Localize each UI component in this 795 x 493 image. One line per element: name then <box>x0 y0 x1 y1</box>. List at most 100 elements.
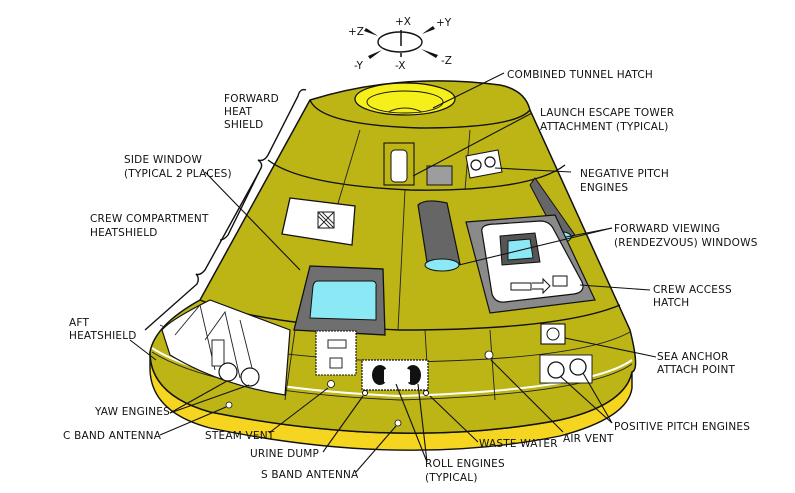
bay-tank <box>211 339 225 367</box>
axis-plus-x: +X <box>395 16 411 28</box>
leader-steam-vent <box>268 387 329 434</box>
label-s-band-antenna: S BAND ANTENNA <box>261 469 359 481</box>
axis-minus-z: -Z <box>441 55 452 67</box>
label-side-window-1: SIDE WINDOW <box>124 154 203 166</box>
panel-grid-1 <box>327 339 347 349</box>
leader-negative-pitch <box>494 167 572 173</box>
axis-plus-y-arrow <box>422 26 435 34</box>
leader-yaw-engines-1 <box>169 380 228 414</box>
label-urine-dump: URINE DUMP <box>250 448 319 460</box>
axis-plus-z: +Z <box>348 26 364 38</box>
panel-line <box>284 329 296 401</box>
let-attachment-fitting <box>390 149 408 183</box>
label-waste-water: WASTE WATER <box>479 438 558 450</box>
axis-minus-x: -X <box>395 60 405 72</box>
crew-compartment-bracket <box>144 171 260 331</box>
axis-minus-y-arrow <box>368 50 382 59</box>
leader-s-band-antenna <box>355 425 397 473</box>
label-positive-pitch: POSITIVE PITCH ENGINES <box>614 421 750 433</box>
heatshield-brackets <box>144 88 307 331</box>
label-sea-anchor-2: ATTACH POINT <box>657 364 736 376</box>
tunnel-hatch-outer <box>354 82 456 116</box>
waste-water-port <box>423 390 429 396</box>
label-forward-heat-shield-2: HEAT <box>224 106 252 118</box>
panel-line <box>489 329 496 401</box>
leader-air-vent <box>490 359 564 433</box>
leader-side-window <box>204 171 301 271</box>
label-forward-heat-shield-1: FORWARD <box>224 93 279 105</box>
hatch-arrow-icon <box>532 277 551 295</box>
negative-pitch-engine-1 <box>470 159 482 171</box>
leader-positive-pitch-2 <box>582 372 613 424</box>
top-rim-line <box>309 99 531 129</box>
leader-roll-engines-1 <box>395 383 428 463</box>
leader-crew-access-hatch <box>579 284 651 291</box>
leader-aft-heatshield <box>129 339 157 361</box>
roll-engine-nozzle-bridge <box>384 366 410 384</box>
panel-line <box>397 189 406 331</box>
c-band-antenna-port <box>225 401 233 409</box>
negative-pitch-engine-2 <box>484 156 496 168</box>
leader-waste-water <box>429 395 479 443</box>
tunnel-hatch-lip <box>387 107 423 113</box>
yaw-engine-bay <box>161 299 291 396</box>
label-forward-viewing-2: (RENDEZVOUS) WINDOWS <box>614 237 758 249</box>
axis-plus-y: +Y <box>436 17 452 29</box>
label-roll-engines-2: (TYPICAL) <box>425 472 478 484</box>
yaw-engine-2 <box>240 367 260 387</box>
forward-heat-shield-bracket <box>219 88 307 241</box>
hatch-handle <box>552 275 568 287</box>
leader-launch-escape-tower <box>412 112 533 177</box>
axis-indicator: +X -X +Y -Y +Z -Z <box>348 16 452 72</box>
leader-lines <box>129 72 657 473</box>
label-crew-access-2: HATCH <box>653 297 689 309</box>
side-window-glass <box>309 280 377 321</box>
label-roll-engines-1: ROLL ENGINES <box>425 458 505 470</box>
callout-labels: COMBINED TUNNEL HATCH LAUNCH ESCAPE TOWE… <box>63 69 758 484</box>
label-combined-tunnel-hatch: COMBINED TUNNEL HATCH <box>507 69 653 81</box>
label-steam-vent: STEAM VENT <box>205 430 275 442</box>
leader-combined-tunnel-hatch <box>432 72 505 109</box>
air-vent-port <box>484 350 494 360</box>
label-crew-access-1: CREW ACCESS <box>653 284 732 296</box>
label-forward-heat-shield-3: SHIELD <box>224 119 263 131</box>
leader-positive-pitch-1 <box>559 375 613 424</box>
yaw-engine-1 <box>218 362 238 382</box>
steam-vent-port <box>327 380 335 388</box>
leader-urine-dump <box>322 395 364 453</box>
axis-minus-z-arrow <box>421 49 438 58</box>
label-launch-escape-tower-2: ATTACHMENT (TYPICAL) <box>540 121 669 133</box>
label-yaw-engines: YAW ENGINES <box>94 406 170 418</box>
label-launch-escape-tower-1: LAUNCH ESCAPE TOWER <box>540 107 674 119</box>
leader-forward-viewing-left <box>458 227 613 266</box>
rendezvous-window-left-glass <box>424 258 460 272</box>
let-plate <box>426 165 453 186</box>
label-air-vent: AIR VENT <box>563 433 614 445</box>
positive-pitch-engine-2 <box>569 358 587 376</box>
s-band-antenna-port <box>394 419 402 427</box>
label-sea-anchor-1: SEA ANCHOR <box>657 351 729 363</box>
hatch-release-label <box>510 282 532 291</box>
label-side-window-2: (TYPICAL 2 PLACES) <box>124 168 232 180</box>
label-crew-compartment-1: CREW COMPARTMENT <box>90 213 209 225</box>
tunnel-hatch-inner <box>366 90 444 114</box>
negative-pitch-panel <box>465 149 503 179</box>
label-negative-pitch-1: NEGATIVE PITCH <box>580 168 669 180</box>
label-crew-compartment-2: HEATSHIELD <box>90 227 158 239</box>
axis-minus-y: -Y <box>354 60 364 72</box>
sea-anchor-ring <box>546 327 560 341</box>
label-forward-viewing-1: FORWARD VIEWING <box>614 223 720 235</box>
axis-ellipse <box>377 31 423 53</box>
urine-dump-port <box>362 390 368 396</box>
label-c-band-antenna: C BAND ANTENNA <box>63 430 162 442</box>
hatch-window-glass <box>507 238 534 261</box>
label-aft-heatshield-1: AFT <box>69 317 89 329</box>
label-aft-heatshield-2: HEATSHIELD <box>69 330 137 342</box>
leader-roll-engines-2 <box>417 383 428 463</box>
label-negative-pitch-2: ENGINES <box>580 182 628 194</box>
positive-pitch-engine-1 <box>547 361 565 379</box>
leader-c-band-antenna <box>159 406 227 436</box>
axis-plus-z-arrow <box>364 28 378 36</box>
leader-sea-anchor <box>564 337 657 358</box>
